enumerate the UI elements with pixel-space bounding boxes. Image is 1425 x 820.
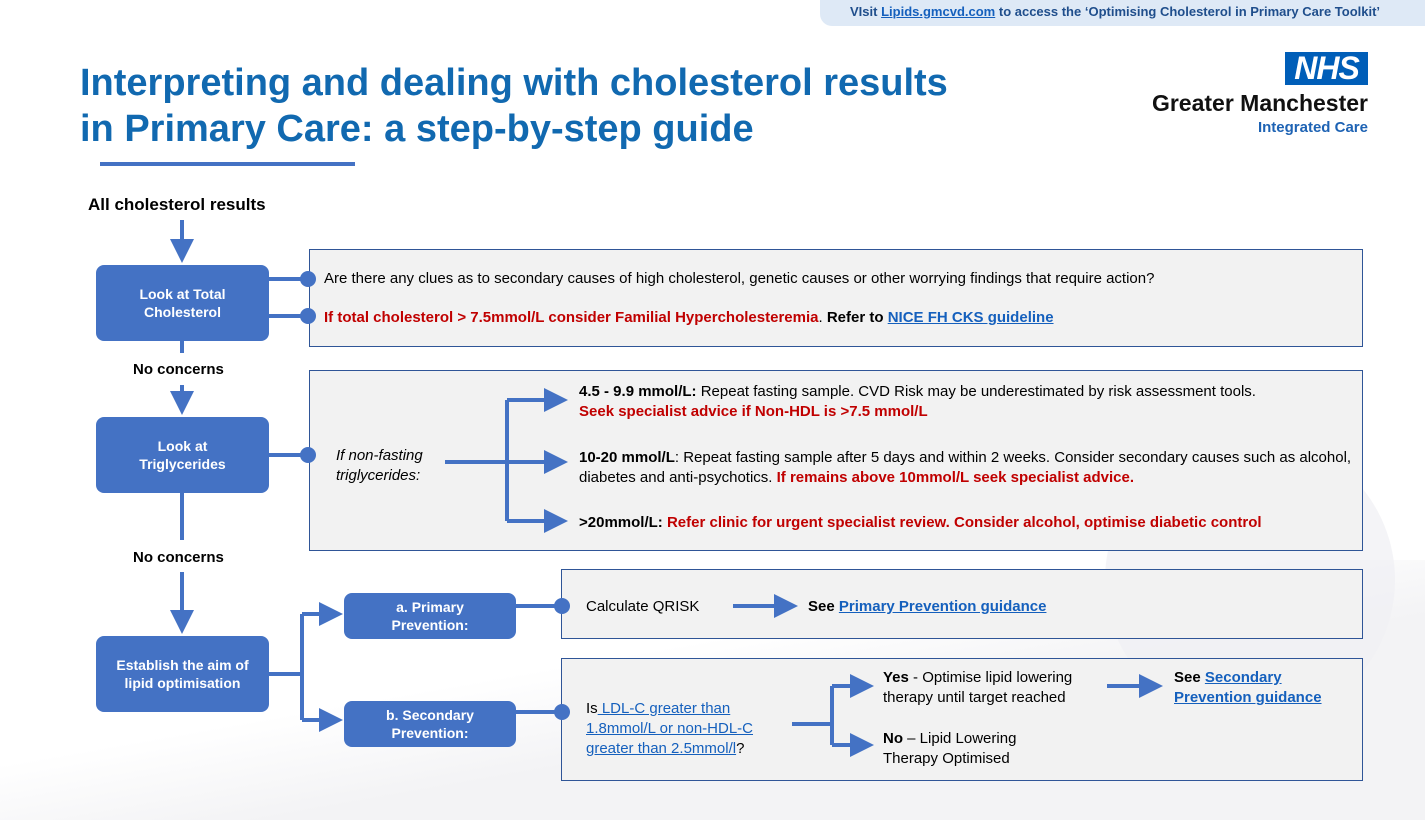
step-total-cholesterol: Look at Total Cholesterol — [96, 265, 269, 341]
lipids-link[interactable]: Lipids.gmcvd.com — [881, 4, 996, 19]
page-title: Interpreting and dealing with cholestero… — [80, 62, 948, 150]
calculate-qrisk: Calculate QRISK — [586, 598, 700, 615]
panel-secondary — [561, 658, 1363, 781]
start-label: All cholesterol results — [88, 195, 266, 214]
panel-primary — [561, 569, 1363, 639]
flow-connectors — [170, 220, 1163, 757]
ldl-link[interactable]: LDL-C greater than 1.8mmol/L or non-HDL-… — [586, 700, 753, 757]
ldl-question: Is LDL-C greater than 1.8mmol/L or non-H… — [586, 700, 753, 757]
org-name: Greater Manchester — [1151, 90, 1368, 116]
panel-total-cholesterol — [309, 249, 1363, 347]
secondary-prevention-link[interactable]: Secondary Prevention guidance — [1174, 669, 1322, 706]
step-establish-aim: Establish the aim of lipid optimisation — [96, 636, 269, 712]
non-fasting-label: If non-fasting triglycerides: — [336, 447, 423, 484]
toolkit-banner: VIsit Lipids.gmcvd.com to access the ‘Op… — [820, 0, 1425, 26]
nice-fh-link[interactable]: NICE FH CKS guideline — [887, 309, 1054, 326]
step-primary-prevention: a. Primary Prevention: — [344, 593, 516, 639]
title-underline — [100, 162, 355, 166]
step-secondary-prevention: b. Secondary Prevention: — [344, 701, 516, 747]
primary-prevention-link[interactable]: Primary Prevention guidance — [838, 598, 1047, 615]
secondary-causes-question: Are there any clues as to secondary caus… — [324, 270, 1155, 287]
trig-range-1: 4.5 - 9.9 mmol/L: Repeat fasting sample.… — [579, 383, 1256, 420]
no-option: No – Lipid Lowering Therapy Optimised — [883, 730, 1017, 767]
step-triglycerides: Look at Triglycerides — [96, 417, 269, 493]
see-secondary: See Secondary Prevention guidance — [1174, 669, 1322, 706]
trig-range-3: >20mmol/L: Refer clinic for urgent speci… — [579, 514, 1262, 531]
nhs-logo: NHS — [1285, 52, 1368, 85]
no-concerns-2: No concerns — [133, 549, 224, 566]
org-sub: Integrated Care — [1257, 119, 1368, 136]
trig-range-2: 10-20 mmol/L: Repeat fasting sample afte… — [579, 449, 1352, 486]
no-concerns-1: No concerns — [133, 361, 224, 378]
yes-option: Yes - Optimise lipid lowering therapy un… — [883, 669, 1073, 706]
